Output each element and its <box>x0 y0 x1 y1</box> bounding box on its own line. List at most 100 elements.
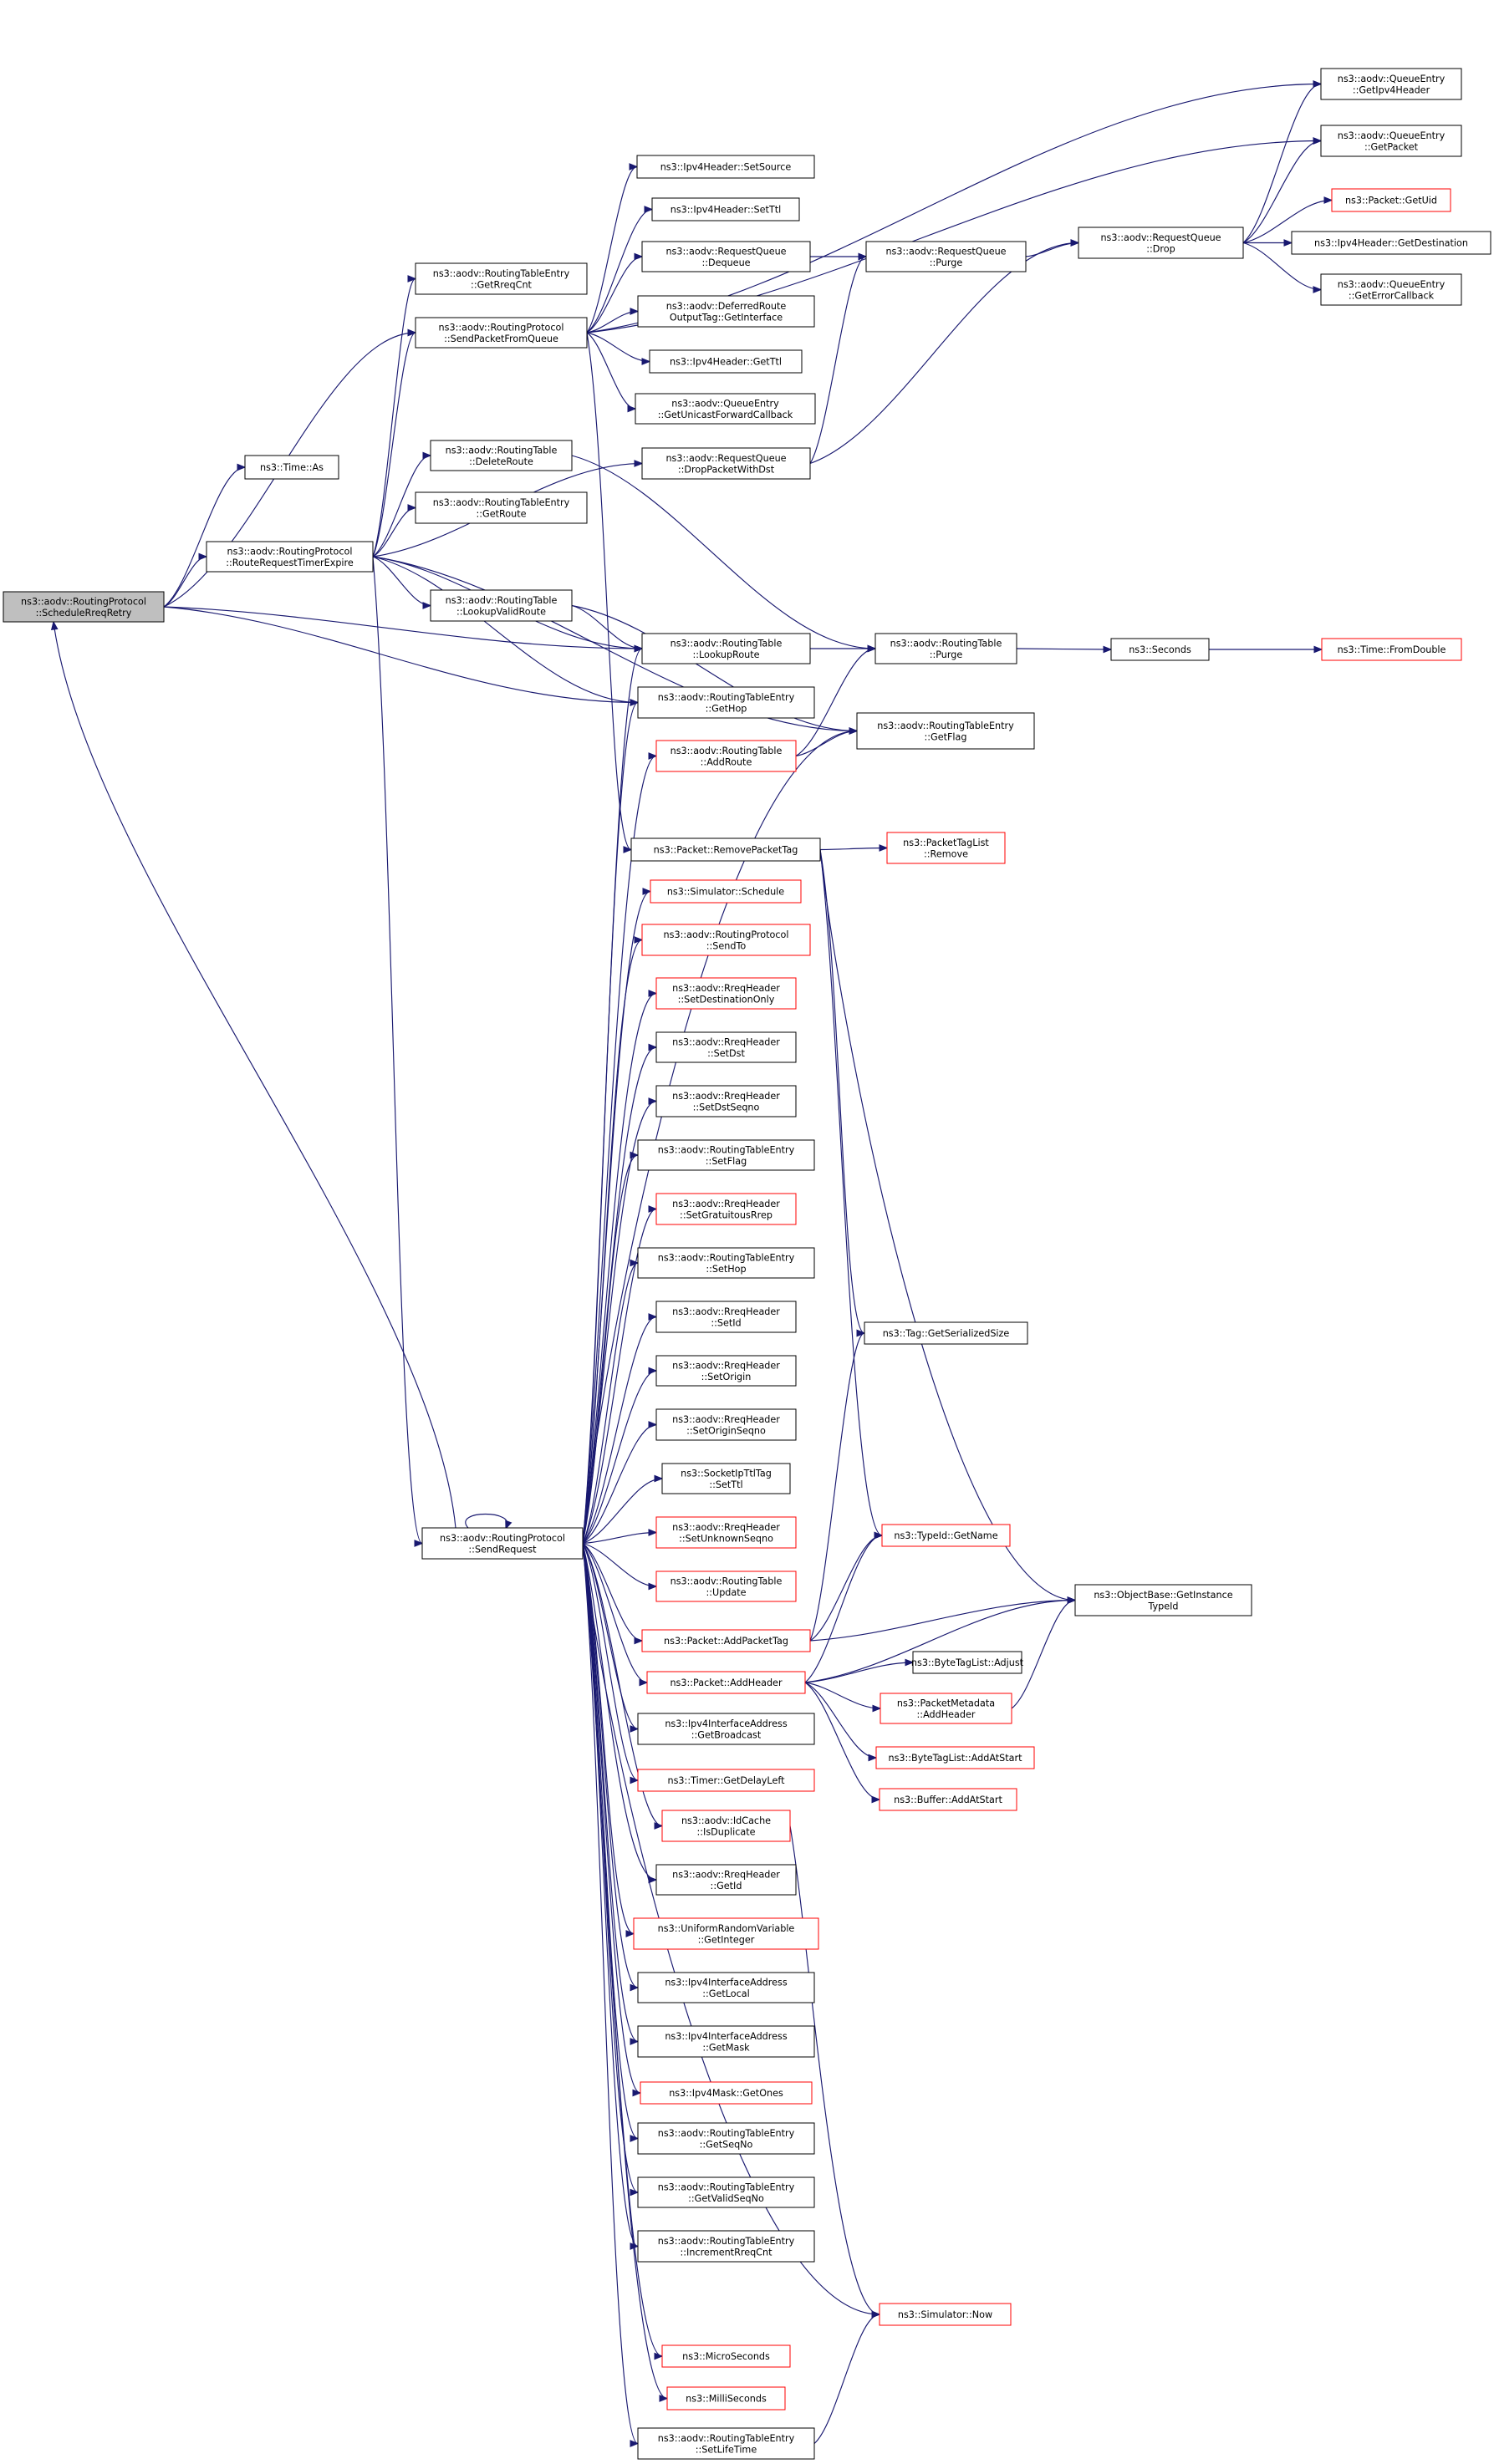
node-getmask[interactable]: ns3::Ipv4InterfaceAddress::GetMask <box>637 2025 815 2058</box>
node-dropwithdst[interactable]: ns3::aodv::RequestQueue::DropPacketWithD… <box>641 447 811 480</box>
node-pt_remove[interactable]: ns3::PacketTagList::Remove <box>886 832 1006 864</box>
node-getdelayleft[interactable]: ns3::Timer::GetDelayLeft <box>637 1769 815 1792</box>
node-box <box>637 1139 815 1171</box>
node-getlocal[interactable]: ns3::Ipv4InterfaceAddress::GetLocal <box>637 1972 815 2003</box>
node-qe_geterrcb[interactable]: ns3::aodv::QueueEntry::GetErrorCallback <box>1320 273 1462 306</box>
node-setttl_ip[interactable]: ns3::Ipv4Header::SetTtl <box>651 197 800 221</box>
node-label: ns3::aodv::RoutingTableEntry <box>433 268 570 279</box>
node-label: ns3::Timer::GetDelayLeft <box>668 1775 786 1786</box>
node-getbroadcast[interactable]: ns3::Ipv4InterfaceAddress::GetBroadcast <box>637 1713 815 1745</box>
node-btladjust[interactable]: ns3::ByteTagList::Adjust <box>911 1651 1024 1674</box>
node-getvalidseq[interactable]: ns3::aodv::RoutingTableEntry::GetValidSe… <box>637 2176 815 2208</box>
node-qe_getpacket[interactable]: ns3::aodv::QueueEntry::GetPacket <box>1320 125 1462 157</box>
node-getttl[interactable]: ns3::Ipv4Header::GetTtl <box>649 349 803 374</box>
edge-arrowhead <box>639 1678 649 1687</box>
node-schedrreq[interactable]: ns3::aodv::RoutingProtocol::ScheduleRreq… <box>3 591 165 623</box>
node-getseqno[interactable]: ns3::aodv::RoutingTableEntry::GetSeqNo <box>637 2122 815 2155</box>
node-sendto[interactable]: ns3::aodv::RoutingProtocol::SendTo <box>641 924 811 956</box>
node-box <box>415 262 588 295</box>
node-sethop[interactable]: ns3::aodv::RoutingTableEntry::SetHop <box>637 1247 815 1279</box>
edge-line <box>586 208 653 333</box>
node-label: ns3::aodv::RreqHeader <box>672 1199 780 1209</box>
node-lookuproute[interactable]: ns3::aodv::RoutingTable::LookupRoute <box>641 633 811 664</box>
node-simnow[interactable]: ns3::Simulator::Now <box>879 2303 1012 2326</box>
node-pmaddheader[interactable]: ns3::PacketMetadata::AddHeader <box>880 1693 1012 1724</box>
edge-arrowhead <box>634 1637 644 1645</box>
node-setdst[interactable]: ns3::aodv::RreqHeader::SetDst <box>655 1031 797 1063</box>
node-incrreq[interactable]: ns3::aodv::RoutingTableEntry::IncrementR… <box>637 2230 815 2263</box>
node-setoriginseqno[interactable]: ns3::aodv::RreqHeader::SetOriginSeqno <box>655 1408 797 1441</box>
edge-line <box>163 606 639 704</box>
node-gethop[interactable]: ns3::aodv::RoutingTableEntry::GetHop <box>637 686 815 719</box>
node-box <box>635 393 816 425</box>
node-tagser[interactable]: ns3::Tag::GetSerializedSize <box>864 1321 1028 1345</box>
node-ipv4_getdest[interactable]: ns3::Ipv4Header::GetDestination <box>1291 231 1491 255</box>
node-box <box>879 1788 1017 1811</box>
node-getid[interactable]: ns3::aodv::RreqHeader::GetId <box>655 1864 797 1896</box>
node-milli[interactable]: ns3::MilliSeconds <box>666 2386 786 2411</box>
edge-sendrequest-to-addpackettag <box>582 1543 644 1645</box>
node-setflag[interactable]: ns3::aodv::RoutingTableEntry::SetFlag <box>637 1139 815 1171</box>
node-rrte[interactable]: ns3::aodv::RoutingProtocol::RouteRequest… <box>206 541 374 573</box>
edge-line <box>813 2314 880 2444</box>
node-removepackettag[interactable]: ns3::Packet::RemovePacketTag <box>630 837 821 862</box>
node-getinteger[interactable]: ns3::UniformRandomVariable::GetInteger <box>633 1917 819 1950</box>
edge-arrowhead <box>648 1313 658 1321</box>
node-label: ns3::UniformRandomVariable <box>658 1923 795 1934</box>
node-setdstseqno[interactable]: ns3::aodv::RreqHeader::SetDstSeqno <box>655 1085 797 1117</box>
node-setorigin[interactable]: ns3::aodv::RreqHeader::SetOrigin <box>655 1355 797 1387</box>
node-socketttl[interactable]: ns3::SocketIpTtlTag::SetTtl <box>661 1463 791 1494</box>
node-label: ::SetDestinationOnly <box>678 995 775 1005</box>
node-addpackettag[interactable]: ns3::Packet::AddPacketTag <box>641 1629 811 1652</box>
node-label: ::AddRoute <box>701 757 752 768</box>
node-box <box>641 633 811 664</box>
node-setgrat[interactable]: ns3::aodv::RreqHeader::SetGratuitousRrep <box>655 1193 797 1225</box>
node-dequeue[interactable]: ns3::aodv::RequestQueue::Dequeue <box>641 241 811 272</box>
node-setdestonly[interactable]: ns3::aodv::RreqHeader::SetDestinationOnl… <box>655 977 797 1010</box>
node-label: ::GetSeqNo <box>700 2140 753 2151</box>
node-purge_rq[interactable]: ns3::aodv::RequestQueue::Purge <box>865 241 1027 272</box>
edge-line <box>163 466 246 608</box>
node-bufaddstart[interactable]: ns3::Buffer::AddAtStart <box>879 1788 1017 1811</box>
node-spfq[interactable]: ns3::aodv::RoutingProtocol::SendPacketFr… <box>415 317 588 349</box>
edge-line <box>582 1543 643 1642</box>
node-sendrequest[interactable]: ns3::aodv::RoutingProtocol::SendRequest <box>421 1527 584 1560</box>
node-getones[interactable]: ns3::Ipv4Mask::GetOnes <box>640 2081 813 2105</box>
node-typeidname[interactable]: ns3::TypeId::GetName <box>881 1524 1011 1547</box>
edge-arrowhead <box>623 846 633 853</box>
node-schedule[interactable]: ns3::Simulator::Schedule <box>650 879 802 904</box>
node-deferred[interactable]: ns3::aodv::DeferredRouteOutputTag::GetIn… <box>637 295 815 328</box>
node-getucb[interactable]: ns3::aodv::QueueEntry::GetUnicastForward… <box>635 393 816 425</box>
edge-arrowhead <box>644 206 654 213</box>
node-micro[interactable]: ns3::MicroSeconds <box>661 2344 791 2368</box>
node-seconds[interactable]: ns3::Seconds <box>1110 638 1210 661</box>
node-pkt_getuid[interactable]: ns3::Packet::GetUid <box>1331 188 1451 212</box>
node-fromdouble[interactable]: ns3::Time::FromDouble <box>1321 638 1462 661</box>
node-getrreqcnt[interactable]: ns3::aodv::RoutingTableEntry::GetRreqCnt <box>415 262 588 295</box>
node-rqdrop[interactable]: ns3::aodv::RequestQueue::Drop <box>1078 227 1244 259</box>
node-btladdstart[interactable]: ns3::ByteTagList::AddAtStart <box>875 1746 1035 1769</box>
node-getflag[interactable]: ns3::aodv::RoutingTableEntry::GetFlag <box>856 712 1035 750</box>
node-lookupvalid[interactable]: ns3::aodv::RoutingTable::LookupValidRout… <box>430 589 573 622</box>
node-deleteroute[interactable]: ns3::aodv::RoutingTable::DeleteRoute <box>430 440 573 471</box>
node-setlifetime[interactable]: ns3::aodv::RoutingTableEntry::SetLifeTim… <box>637 2427 815 2460</box>
edge-line <box>582 1543 668 2400</box>
node-isdup[interactable]: ns3::aodv::IdCache::IsDuplicate <box>661 1810 791 1842</box>
node-qe_getipv4[interactable]: ns3::aodv::QueueEntry::GetIpv4Header <box>1320 68 1462 100</box>
edge-addpackettag-to-typeidname <box>809 1531 884 1642</box>
node-setsource[interactable]: ns3::Ipv4Header::SetSource <box>636 155 815 179</box>
node-setid[interactable]: ns3::aodv::RreqHeader::SetId <box>655 1301 797 1333</box>
node-rtupdate[interactable]: ns3::aodv::RoutingTable::Update <box>655 1571 797 1602</box>
node-getroute[interactable]: ns3::aodv::RoutingTableEntry::GetRoute <box>415 491 588 524</box>
edge-arrowhead <box>632 2089 642 2097</box>
node-addheader[interactable]: ns3::Packet::AddHeader <box>646 1671 806 1694</box>
node-label: ns3::PacketTagList <box>903 837 989 848</box>
node-label: ns3::ByteTagList::Adjust <box>911 1657 1024 1668</box>
node-setunknown[interactable]: ns3::aodv::RreqHeader::SetUnknownSeqno <box>655 1516 797 1549</box>
node-timeas[interactable]: ns3::Time::As <box>244 455 339 480</box>
node-label: ns3::MilliSeconds <box>686 2394 767 2405</box>
node-purge_rt[interactable]: ns3::aodv::RoutingTable::Purge <box>874 633 1017 664</box>
node-addroute[interactable]: ns3::aodv::RoutingTable::AddRoute <box>655 740 797 772</box>
